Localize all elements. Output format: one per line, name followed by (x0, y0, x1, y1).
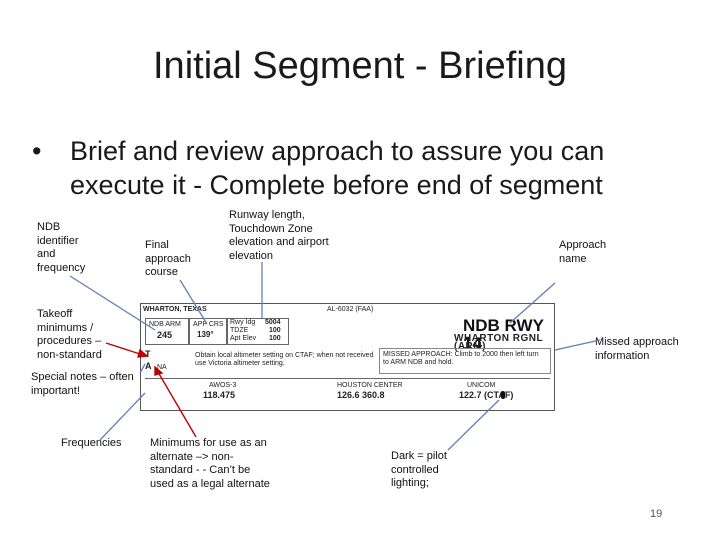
callout-lighting: Dark = pilot controlled lighting; (391, 450, 447, 489)
callout-ndb-identifier: NDB identifier and frequency (37, 221, 86, 274)
frequency-divider (145, 378, 550, 379)
missed-approach-text: MISSED APPROACH: Climb to 2000 then left… (383, 351, 539, 366)
bullet-text: Brief and review approach to assure you … (70, 136, 605, 200)
center-frequency: 126.6 360.8 (337, 390, 385, 400)
leader-approach-name (509, 282, 556, 324)
leader-missed (554, 339, 601, 351)
callout-special-notes: Special notes – often important! (31, 371, 134, 397)
ndb-box (145, 318, 189, 345)
runway-box (227, 318, 289, 345)
chart-location: WHARTON, TEXAS (143, 306, 207, 313)
unicom-label: UNICOM (467, 382, 496, 389)
callout-approach-name: Approach name (559, 239, 607, 265)
callout-frequencies: Frequencies (61, 437, 122, 449)
slide-number: 19 (650, 508, 663, 520)
callout-alternate: Minimums for use as an alternate –> non-… (150, 437, 270, 490)
app-crs-value: 139° (197, 330, 214, 339)
tdze-value: 100 (269, 327, 281, 334)
apt-elev-label: Apt Elev (230, 335, 257, 342)
alternate-minimums-symbol: A (145, 361, 152, 371)
slide-title: Initial Segment - Briefing (153, 45, 567, 87)
leader-alternate (157, 371, 197, 438)
leader-takeoff (105, 342, 144, 356)
chart-note: Obtain local altimeter setting on CTAF; … (195, 352, 374, 367)
leader-special-notes (139, 363, 146, 374)
leader-ndb (69, 275, 156, 331)
awos-label: AWOS-3 (209, 382, 237, 389)
callout-missed-approach: Missed approach information (595, 336, 679, 362)
alternate-na: NA (157, 364, 167, 371)
missed-approach-box (379, 348, 551, 374)
pilot-controlled-lighting-icon (501, 391, 505, 399)
rwy-ldg-value: 5004 (265, 319, 281, 326)
airport-name: WHARTON RGNL (ARM) (454, 333, 543, 352)
arrowhead-alternate (154, 365, 164, 376)
apt-elev-value: 100 (269, 335, 281, 342)
awos-frequency: 118.475 (203, 390, 236, 400)
chart-procedure-id: AL-6032 (FAA) (327, 306, 374, 313)
app-crs-box (189, 318, 227, 345)
callout-takeoff: Takeoff minimums / procedures – non-stan… (37, 308, 102, 361)
center-label: HOUSTON CENTER (337, 382, 403, 389)
leader-final-course (179, 279, 208, 325)
takeoff-minimums-symbol: T (145, 349, 151, 359)
callout-final-course: Final approach course (145, 239, 191, 278)
ndb-label: NDB ARM (149, 321, 181, 328)
approach-chart-briefing-strip: WHARTON, TEXAS AL-6032 (FAA) NDB ARM 245… (140, 303, 555, 411)
leader-lighting (447, 399, 500, 451)
bullet-point: • Brief and review approach to assure yo… (32, 134, 692, 202)
leader-frequencies (99, 392, 146, 441)
arrowhead-takeoff (137, 348, 149, 358)
callout-runway-info: Runway length, Touchdown Zone elevation … (229, 209, 329, 262)
unicom-frequency: 122.7 (CTAF) (459, 390, 514, 400)
ndb-frequency: 245 (157, 330, 173, 340)
rwy-ldg-label: Rwy Idg (230, 319, 256, 326)
tdze-label: TDZE (230, 327, 249, 334)
app-crs-label: APP CRS (193, 321, 224, 328)
bullet-marker: • (32, 136, 42, 166)
